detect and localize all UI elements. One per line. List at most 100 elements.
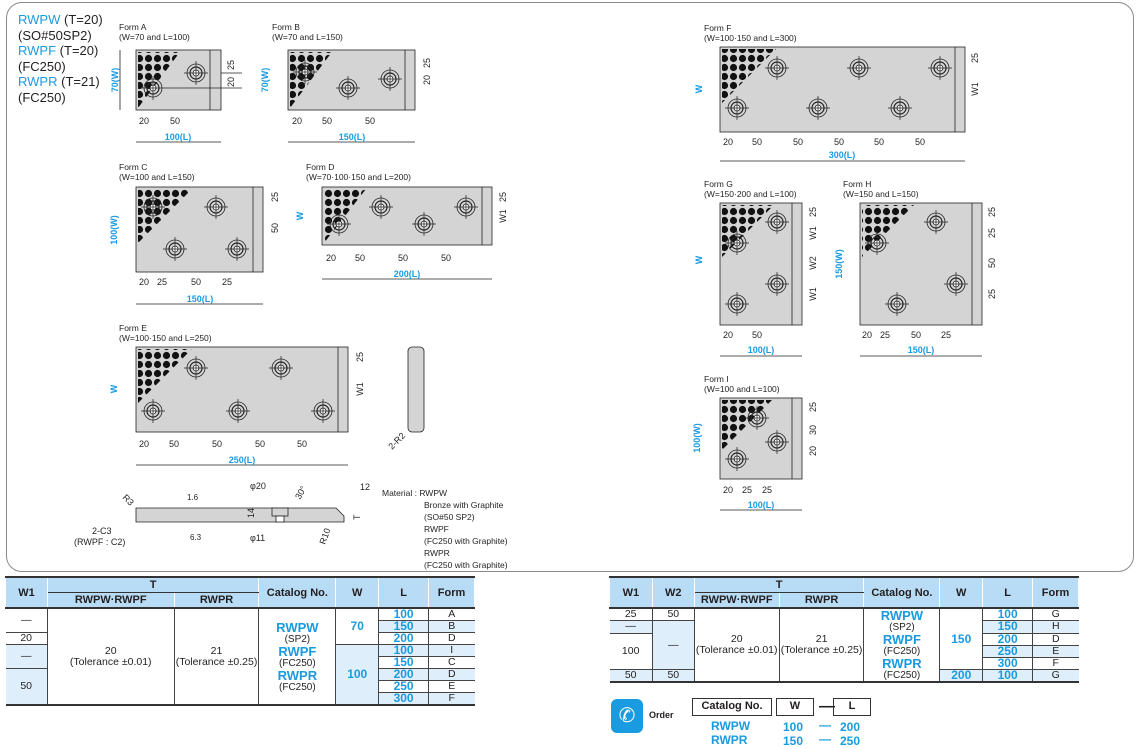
svg-text:50: 50	[170, 116, 180, 126]
svg-text:25: 25	[808, 402, 818, 412]
svg-text:W1: W1	[808, 226, 818, 240]
svg-text:2-C3: 2-C3	[92, 526, 112, 536]
svg-text:100(W): 100(W)	[692, 423, 702, 453]
svg-text:20: 20	[139, 439, 149, 449]
svg-text:25: 25	[987, 228, 997, 238]
svg-text:50: 50	[398, 253, 408, 263]
phone-icon: ✆	[611, 699, 643, 733]
svg-text:30: 30	[808, 425, 818, 435]
svg-text:50: 50	[834, 137, 844, 147]
svg-text:25: 25	[157, 277, 167, 287]
svg-text:25: 25	[498, 192, 508, 202]
svg-text:20: 20	[422, 75, 432, 85]
svg-text:50: 50	[355, 253, 365, 263]
svg-text:25: 25	[762, 485, 772, 495]
svg-text:W1: W1	[808, 287, 818, 301]
svg-text:150(L): 150(L)	[339, 132, 366, 142]
svg-text:φ11: φ11	[250, 533, 265, 543]
svg-text:6.3: 6.3	[190, 533, 202, 542]
svg-text:50: 50	[911, 330, 921, 340]
svg-text:W2: W2	[808, 256, 818, 270]
svg-text:100(L): 100(L)	[748, 500, 775, 510]
svg-text:50: 50	[255, 439, 265, 449]
form-f-label: Form F(W=100·150 and L=300)	[704, 23, 797, 43]
svg-text:50: 50	[915, 137, 925, 147]
svg-text:50: 50	[365, 116, 375, 126]
svg-text:50: 50	[322, 116, 332, 126]
col-w: W	[335, 577, 380, 608]
order-box-w: W	[776, 698, 814, 716]
svg-text:50: 50	[169, 439, 179, 449]
svg-text:20: 20	[862, 330, 872, 340]
order-box-catalog: Catalog No.	[692, 698, 772, 716]
svg-text:20: 20	[139, 116, 149, 126]
svg-text:W1: W1	[355, 382, 365, 396]
product-list: RWPW (T=20) (SO#50SP2) RWPF (T=20) (FC25…	[18, 12, 103, 105]
product-code: RWPF	[18, 43, 57, 58]
svg-text:150(W): 150(W)	[834, 249, 844, 279]
svg-text:25: 25	[970, 53, 980, 63]
svg-text:20: 20	[723, 330, 733, 340]
svg-text:200(L): 200(L)	[394, 269, 421, 279]
svg-text:R10: R10	[317, 527, 332, 546]
svg-text:25: 25	[880, 330, 890, 340]
form-i-label: Form I(W=100 and L=100)	[704, 374, 780, 394]
form-b-label: Form B(W=70 and L=150)	[272, 22, 343, 42]
form-d-label: Form D(W=70·100·150 and L=200)	[306, 162, 411, 182]
svg-text:2-R2: 2-R2	[386, 431, 407, 452]
svg-text:W: W	[109, 384, 119, 393]
svg-text:20: 20	[226, 77, 236, 87]
svg-text:20: 20	[326, 253, 336, 263]
col-w1: W1	[5, 577, 48, 608]
col-l: L	[378, 577, 430, 608]
svg-text:φ20: φ20	[250, 481, 266, 491]
svg-text:14: 14	[246, 508, 256, 518]
svg-text:20: 20	[139, 277, 149, 287]
svg-text:T: T	[352, 514, 362, 520]
svg-text:12: 12	[360, 482, 370, 492]
form-a-label: Form A(W=70 and L=100)	[119, 22, 190, 42]
svg-text:25: 25	[222, 277, 232, 287]
svg-text:1.6: 1.6	[187, 493, 199, 502]
svg-text:100(L): 100(L)	[748, 345, 775, 355]
svg-text:20: 20	[723, 137, 733, 147]
svg-text:(RWPF : C2): (RWPF : C2)	[74, 537, 125, 547]
col-t: T	[46, 577, 260, 593]
svg-text:25: 25	[987, 207, 997, 217]
svg-text:25: 25	[941, 330, 951, 340]
svg-text:R3: R3	[121, 492, 136, 507]
svg-text:50: 50	[987, 258, 997, 268]
svg-text:25: 25	[226, 60, 236, 70]
svg-text:20: 20	[808, 446, 818, 456]
svg-text:150(L): 150(L)	[908, 345, 935, 355]
svg-text:25: 25	[742, 485, 752, 495]
svg-text:20: 20	[292, 116, 302, 126]
svg-text:50: 50	[270, 223, 280, 233]
svg-text:25: 25	[422, 58, 432, 68]
form-c-label: Form C(W=100 and L=150)	[119, 162, 195, 182]
form-e-label: Form E(W=100·150 and L=250)	[119, 323, 212, 343]
svg-text:50: 50	[191, 277, 201, 287]
product-code: RWPW	[18, 12, 61, 27]
svg-text:70(W): 70(W)	[110, 68, 120, 93]
svg-text:W: W	[694, 84, 704, 93]
col-catalog: Catalog No.	[258, 577, 337, 608]
svg-text:250(L): 250(L)	[229, 455, 256, 465]
svg-text:100(W): 100(W)	[109, 215, 119, 245]
svg-text:W1: W1	[498, 209, 508, 223]
svg-text:50: 50	[752, 137, 762, 147]
svg-text:300(L): 300(L)	[829, 150, 856, 160]
svg-text:30°: 30°	[293, 484, 309, 501]
svg-text:150(L): 150(L)	[187, 294, 214, 304]
svg-text:50: 50	[793, 137, 803, 147]
drawing-frame	[6, 2, 1134, 572]
svg-text:25: 25	[270, 192, 280, 202]
order-box-l: L	[833, 698, 871, 716]
svg-text:50: 50	[874, 137, 884, 147]
svg-text:50: 50	[441, 253, 451, 263]
svg-text:50: 50	[297, 439, 307, 449]
svg-text:50: 50	[212, 439, 222, 449]
svg-text:50: 50	[752, 330, 762, 340]
